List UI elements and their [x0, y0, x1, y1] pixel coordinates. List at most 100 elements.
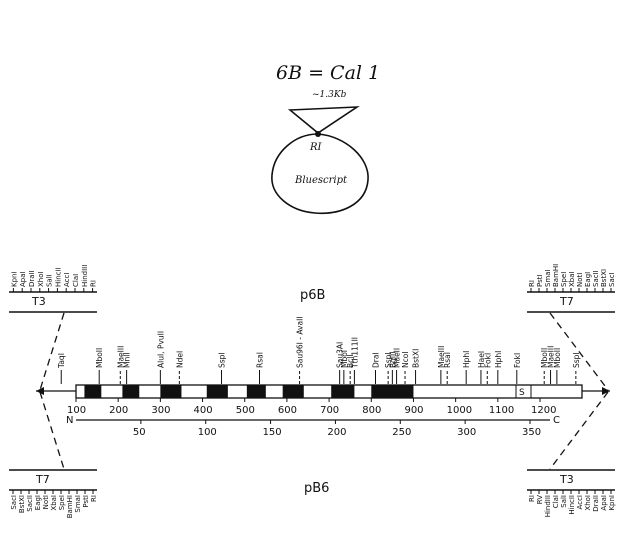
- polylinker-site: SalI: [46, 274, 54, 287]
- polylinker-site: SpeI: [560, 272, 568, 287]
- site-label: MboII: [553, 348, 562, 368]
- polylinker-site: XbaI: [568, 271, 576, 287]
- bp-tick-label: 300: [151, 405, 170, 416]
- site-label: SspI: [572, 352, 581, 368]
- polylinker-site: XhoI: [584, 495, 592, 511]
- site-label: HaeI: [477, 351, 486, 368]
- site-label: MboII: [95, 348, 104, 368]
- polylinker-site: ClaI: [72, 274, 80, 287]
- polylinker-site: PstI: [82, 495, 90, 508]
- polylinker-site: SacI: [10, 495, 18, 510]
- bp-tick-label: 200: [109, 405, 128, 416]
- polylinker-site: XbaI: [50, 495, 58, 511]
- polylinker-site: HincII: [568, 495, 576, 515]
- polylinker-site: AccI: [576, 495, 584, 509]
- vector-label: Bluescript: [294, 175, 348, 186]
- site-label: MaeIII: [116, 346, 125, 368]
- bottom-left-primer: T7: [35, 473, 50, 486]
- site-label: MboI: [340, 350, 349, 368]
- site-label: SspI: [384, 352, 393, 368]
- aa-tick-label: 250: [392, 427, 411, 438]
- hand-sketch: 6B = Cal 1 ~1.3Kb RI Bluescript: [271, 62, 380, 215]
- site-label: MaeIII: [547, 346, 556, 368]
- bottom-right-primer: T3: [559, 473, 574, 486]
- polylinker-site: SacI: [608, 272, 616, 287]
- polylinker-site: EagI: [34, 495, 42, 510]
- aa-tick-label: 150: [263, 427, 282, 438]
- aa-tick-label: 300: [457, 427, 476, 438]
- n-terminus-label: N: [66, 415, 73, 426]
- bp-tick-label: 500: [236, 405, 255, 416]
- coding-block: [246, 385, 266, 398]
- bp-tick-label: 100: [67, 405, 86, 416]
- polylinker-site: RI: [90, 280, 98, 287]
- bottom-plasmid-label: pB6: [304, 481, 329, 496]
- polylinker-site: SacII: [26, 495, 34, 512]
- polylinker-site: NotI: [42, 495, 50, 509]
- site-label: Sau3AI: [336, 342, 345, 368]
- polylinker-site: ApaI: [600, 495, 608, 511]
- polylinker-site: ClaI: [552, 495, 560, 508]
- bp-tick-label: 400: [194, 405, 213, 416]
- connector-lines: [39, 312, 609, 470]
- aa-tick-label: 50: [133, 427, 146, 438]
- polylinker-site: RI: [528, 280, 536, 287]
- site-label: HphI: [462, 351, 471, 368]
- aa-tick-label: 200: [327, 427, 346, 438]
- polylinker-site: KpnI: [10, 271, 18, 287]
- top-left-primer: T3: [31, 295, 46, 308]
- site-label: BclI: [346, 354, 355, 368]
- bp-tick-label: 1200: [531, 405, 556, 416]
- polylinker-site: BstXI: [600, 269, 608, 287]
- polylinker-site: DraII: [28, 270, 36, 287]
- c-terminus-label: C: [553, 415, 560, 426]
- site-label: HphI: [494, 351, 503, 368]
- site-label: FokI: [513, 353, 522, 368]
- polylinker-site: SpeI: [58, 495, 66, 510]
- aa-tick-label: 350: [522, 427, 541, 438]
- aa-tick-label: 100: [198, 427, 217, 438]
- top-plasmid-label: p6B: [300, 288, 325, 303]
- site-label: NdeI: [175, 351, 184, 368]
- top-right-primer: T7: [559, 295, 574, 308]
- polylinker-site: PstI: [536, 274, 544, 287]
- coding-block: [84, 385, 102, 398]
- polylinker-site: SmaI: [74, 495, 82, 513]
- coding-block: [160, 385, 182, 398]
- polylinker-site: XhoI: [37, 271, 45, 287]
- site-label: MaeII: [393, 348, 402, 368]
- aa-scale: 50 100 150 200 250 300 350: [76, 419, 550, 438]
- site-label: BglII: [388, 352, 397, 368]
- s-box-label: S: [519, 388, 525, 398]
- coding-block: [331, 385, 355, 398]
- coding-block: [371, 385, 414, 398]
- coding-block: [282, 385, 304, 398]
- polylinker-site: BamHI: [66, 495, 74, 518]
- polylinker-site: HindIII: [81, 265, 89, 287]
- ri-site-label: RI: [309, 142, 323, 153]
- equation-label: 6B = Cal 1: [276, 62, 380, 84]
- site-label: AluI, PvuII: [156, 331, 165, 368]
- polylinker-site: AccI: [63, 273, 71, 287]
- polylinker-site: BstXI: [18, 495, 26, 513]
- polylinker-site: ApaI: [19, 271, 27, 287]
- polylinker-site: NotI: [576, 273, 584, 287]
- site-label: NcoI: [401, 351, 410, 368]
- site-label: MaeIII: [437, 346, 446, 368]
- polylinker-site: SacII: [592, 270, 600, 287]
- site-label: MboII: [540, 348, 549, 368]
- vector-circle: [271, 133, 369, 215]
- site-label: RsaI: [255, 352, 264, 368]
- polylinker-site: DraII: [592, 495, 600, 512]
- polylinker-site: RV: [536, 495, 544, 504]
- polylinker-site: HincII: [54, 267, 62, 287]
- bp-tick-label: 600: [278, 405, 297, 416]
- bp-tick-label: 800: [362, 405, 381, 416]
- site-label: RsaI: [443, 352, 452, 368]
